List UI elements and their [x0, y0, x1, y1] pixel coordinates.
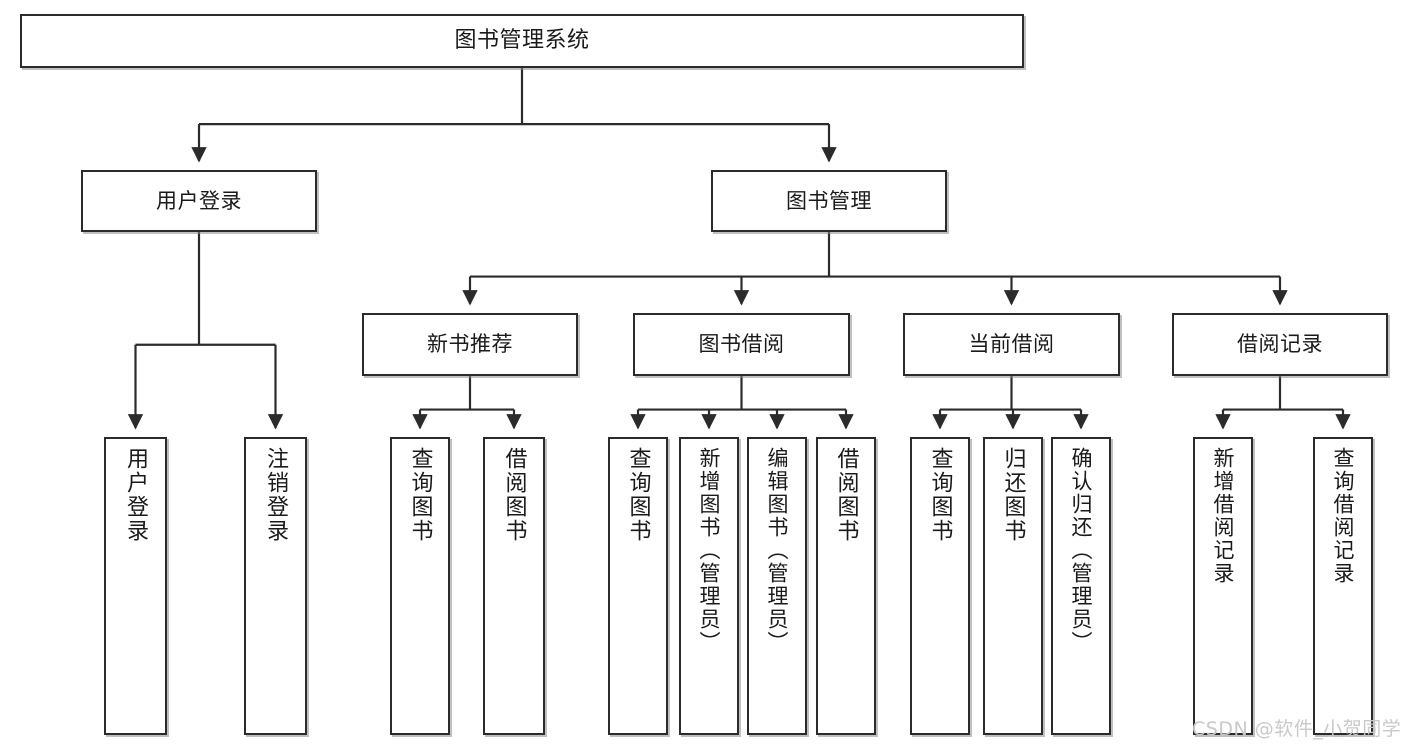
node-label: 图书借阅: [698, 332, 785, 357]
node-label: 当前借阅: [968, 332, 1055, 357]
node-bookmgmt: 图书管理: [711, 170, 947, 232]
node-l-nb-borrow: 借阅图书: [483, 437, 545, 735]
node-label: 用户登录: [156, 188, 242, 213]
node-current: 当前借阅: [903, 313, 1120, 376]
node-label: 查询借阅记录: [1331, 447, 1356, 585]
node-l-cu-return: 归还图书: [983, 437, 1043, 735]
node-label: 借阅图书: [833, 447, 859, 543]
node-l-bo-lend: 借阅图书: [816, 437, 876, 735]
node-label: 查询图书: [407, 447, 433, 543]
node-l-cu-query: 查询图书: [910, 437, 970, 735]
node-l-logout: 注销登录: [244, 437, 307, 735]
node-newbook: 新书推荐: [362, 313, 578, 376]
node-label: 归还图书: [1000, 447, 1026, 543]
node-label: 查询图书: [625, 447, 651, 543]
node-records: 借阅记录: [1172, 313, 1388, 376]
node-label: 新增图书（管理员）: [697, 447, 722, 654]
csdn-watermark: CSDN @软件_小贺同学: [1192, 718, 1402, 740]
node-l-re-query: 查询借阅记录: [1313, 437, 1373, 735]
node-l-re-add: 新增借阅记录: [1193, 437, 1253, 735]
node-label: 注销登录: [263, 447, 289, 543]
node-login: 用户登录: [81, 170, 317, 232]
node-label: 确认归还（管理员）: [1069, 447, 1094, 654]
node-label: 编辑图书（管理员）: [765, 447, 790, 654]
node-label: 图书管理: [786, 188, 872, 213]
node-l-bo-query: 查询图书: [608, 437, 668, 735]
node-label: 新增借阅记录: [1211, 447, 1236, 585]
node-label: 借阅图书: [501, 447, 527, 543]
node-l-bo-edit: 编辑图书（管理员）: [747, 437, 807, 735]
node-label: 用户登录: [123, 447, 149, 543]
node-label: 图书管理系统: [454, 28, 590, 54]
node-label: 借阅记录: [1237, 332, 1323, 357]
node-label: 查询图书: [927, 447, 953, 543]
node-l-nb-query: 查询图书: [390, 437, 450, 735]
node-l-login: 用户登录: [104, 437, 167, 735]
node-root: 图书管理系统: [20, 14, 1024, 68]
node-borrow: 图书借阅: [633, 313, 850, 376]
node-label: 新书推荐: [427, 332, 513, 357]
node-l-bo-add: 新增图书（管理员）: [679, 437, 739, 735]
node-l-cu-confirm: 确认归还（管理员）: [1051, 437, 1111, 735]
